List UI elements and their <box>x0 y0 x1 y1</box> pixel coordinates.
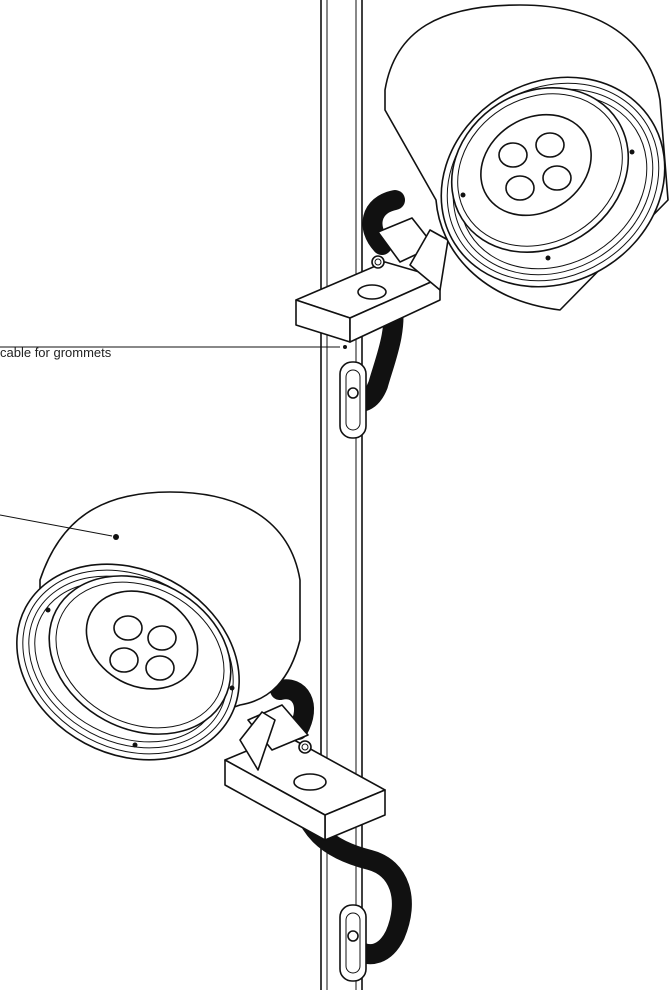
upper-spotlight <box>384 4 669 311</box>
lower-grommet <box>339 904 367 982</box>
upper-grommet <box>339 361 367 439</box>
callout-leaders <box>0 345 347 540</box>
upper-mount-bracket <box>295 217 449 343</box>
callout-cable-for-grommets: cable for grommets <box>0 345 112 360</box>
lower-mount-bracket <box>224 704 386 841</box>
lower-spotlight <box>16 491 301 761</box>
